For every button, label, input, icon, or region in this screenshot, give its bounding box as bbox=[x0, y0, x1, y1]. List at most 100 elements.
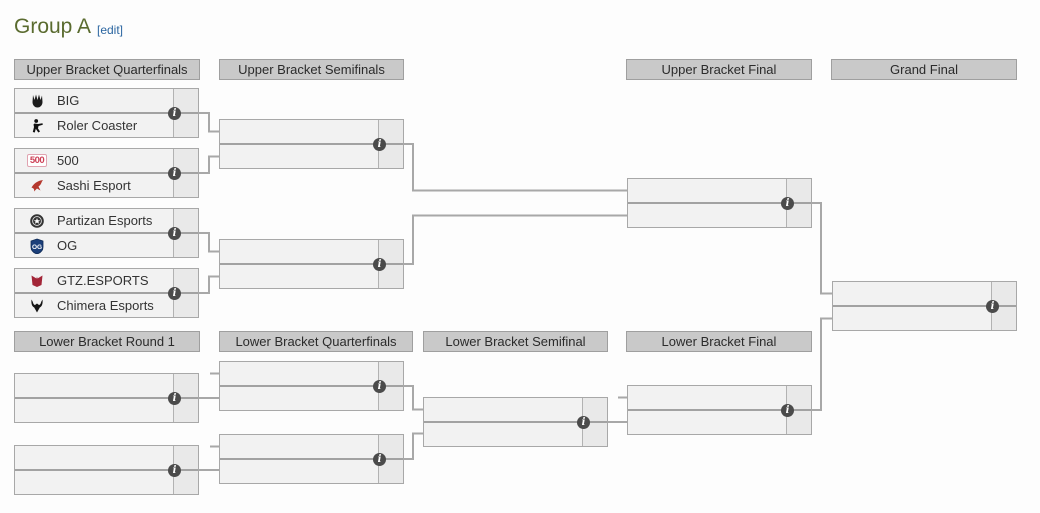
info-icon[interactable]: i bbox=[373, 258, 386, 271]
round-header-upper-bracket-quarterfinals: Upper Bracket Quarterfinals bbox=[14, 59, 200, 80]
info-icon[interactable]: i bbox=[781, 197, 794, 210]
match-lb-round1-1: i bbox=[14, 373, 199, 423]
page-title: Group A bbox=[14, 15, 92, 38]
score-cell bbox=[378, 265, 403, 288]
score-cell bbox=[786, 411, 811, 434]
info-icon[interactable]: i bbox=[577, 416, 590, 429]
score-cell bbox=[786, 386, 811, 409]
match-divider bbox=[628, 202, 811, 204]
roler-coaster-logo-icon bbox=[23, 118, 51, 134]
score-cell bbox=[378, 460, 403, 483]
team-row-empty bbox=[15, 374, 198, 397]
team-row-og[interactable]: OG OG bbox=[15, 234, 198, 257]
round-header-lower-bracket-quarterfinals: Lower Bracket Quarterfinals bbox=[219, 331, 413, 352]
gtz-logo-icon bbox=[23, 273, 51, 289]
score-cell bbox=[991, 307, 1016, 330]
team-name: GTZ.ESPORTS bbox=[57, 273, 149, 288]
score-cell bbox=[173, 374, 198, 397]
match-divider bbox=[15, 397, 198, 399]
match-divider bbox=[15, 232, 198, 234]
team-row-empty bbox=[628, 386, 811, 409]
team-name: Sashi Esport bbox=[57, 178, 131, 193]
score-cell bbox=[991, 282, 1016, 305]
info-icon[interactable]: i bbox=[986, 300, 999, 313]
500-logo-icon: 500 bbox=[23, 154, 51, 167]
team-row-empty bbox=[220, 240, 403, 263]
match-divider bbox=[15, 469, 198, 471]
info-icon[interactable]: i bbox=[168, 227, 181, 240]
score-cell bbox=[173, 399, 198, 422]
match-divider bbox=[15, 172, 198, 174]
match-ub-semifinal-2: i bbox=[219, 239, 404, 289]
info-icon[interactable]: i bbox=[373, 380, 386, 393]
score-cell bbox=[378, 120, 403, 143]
score-cell bbox=[582, 398, 607, 421]
round-header-grand-final: Grand Final bbox=[831, 59, 1017, 80]
score-cell bbox=[173, 149, 198, 172]
team-row-empty bbox=[628, 179, 811, 202]
match-lb-semifinal: i bbox=[423, 397, 608, 447]
match-ub-semifinal-1: i bbox=[219, 119, 404, 169]
team-row-empty bbox=[15, 471, 198, 494]
team-row-empty bbox=[424, 423, 607, 446]
svg-text:OG: OG bbox=[32, 244, 42, 251]
info-icon[interactable]: i bbox=[168, 167, 181, 180]
round-header-lower-bracket-final: Lower Bracket Final bbox=[626, 331, 812, 352]
match-divider bbox=[220, 263, 403, 265]
score-cell bbox=[173, 209, 198, 232]
team-row-empty bbox=[628, 204, 811, 227]
team-name: Partizan Esports bbox=[57, 213, 153, 228]
score-cell bbox=[786, 204, 811, 227]
team-row-empty bbox=[220, 145, 403, 168]
team-row-chimera-esports[interactable]: Chimera Esports bbox=[15, 294, 198, 317]
info-icon[interactable]: i bbox=[781, 404, 794, 417]
info-icon[interactable]: i bbox=[373, 138, 386, 151]
big-logo-icon bbox=[23, 93, 51, 109]
score-cell bbox=[173, 89, 198, 112]
sashi-logo-icon bbox=[23, 178, 51, 194]
info-icon[interactable]: i bbox=[168, 107, 181, 120]
team-row-empty bbox=[424, 398, 607, 421]
team-row-empty bbox=[220, 120, 403, 143]
team-row-partizan-esports[interactable]: Partizan Esports bbox=[15, 209, 198, 232]
team-row-empty bbox=[15, 446, 198, 469]
team-row-empty bbox=[220, 265, 403, 288]
team-row-gtz-esports[interactable]: GTZ.ESPORTS bbox=[15, 269, 198, 292]
match-divider bbox=[628, 409, 811, 411]
round-header-lower-bracket-semifinal: Lower Bracket Semifinal bbox=[423, 331, 608, 352]
match-ub-quarterfinal-3: Partizan Esports OG OG i bbox=[14, 208, 199, 258]
team-row-500[interactable]: 500 500 bbox=[15, 149, 198, 172]
team-name: BIG bbox=[57, 93, 80, 108]
score-cell bbox=[173, 446, 198, 469]
chimera-logo-icon bbox=[23, 298, 51, 314]
team-row-big[interactable]: BIG bbox=[15, 89, 198, 112]
info-icon[interactable]: i bbox=[168, 287, 181, 300]
round-header-upper-bracket-semifinals: Upper Bracket Semifinals bbox=[219, 59, 404, 80]
team-name: Roler Coaster bbox=[57, 118, 138, 133]
score-cell bbox=[786, 179, 811, 202]
info-icon[interactable]: i bbox=[373, 453, 386, 466]
team-row-empty bbox=[628, 411, 811, 434]
match-divider bbox=[15, 292, 198, 294]
team-row-sashi-esport[interactable]: Sashi Esport bbox=[15, 174, 198, 197]
score-cell bbox=[378, 240, 403, 263]
score-cell bbox=[173, 269, 198, 292]
info-icon[interactable]: i bbox=[168, 464, 181, 477]
partizan-logo-icon bbox=[23, 213, 51, 229]
match-divider bbox=[424, 421, 607, 423]
match-grand-final: i bbox=[832, 281, 1017, 331]
score-cell bbox=[173, 174, 198, 197]
score-cell bbox=[173, 294, 198, 317]
match-lb-round1-2: i bbox=[14, 445, 199, 495]
team-row-empty bbox=[833, 282, 1016, 305]
score-cell bbox=[378, 145, 403, 168]
info-icon[interactable]: i bbox=[168, 392, 181, 405]
team-name: Chimera Esports bbox=[57, 298, 154, 313]
match-divider bbox=[220, 458, 403, 460]
team-row-roler-coaster[interactable]: Roler Coaster bbox=[15, 114, 198, 137]
team-row-empty bbox=[220, 362, 403, 385]
match-divider bbox=[15, 112, 198, 114]
edit-link[interactable]: [edit] bbox=[97, 23, 124, 37]
team-row-empty bbox=[220, 460, 403, 483]
